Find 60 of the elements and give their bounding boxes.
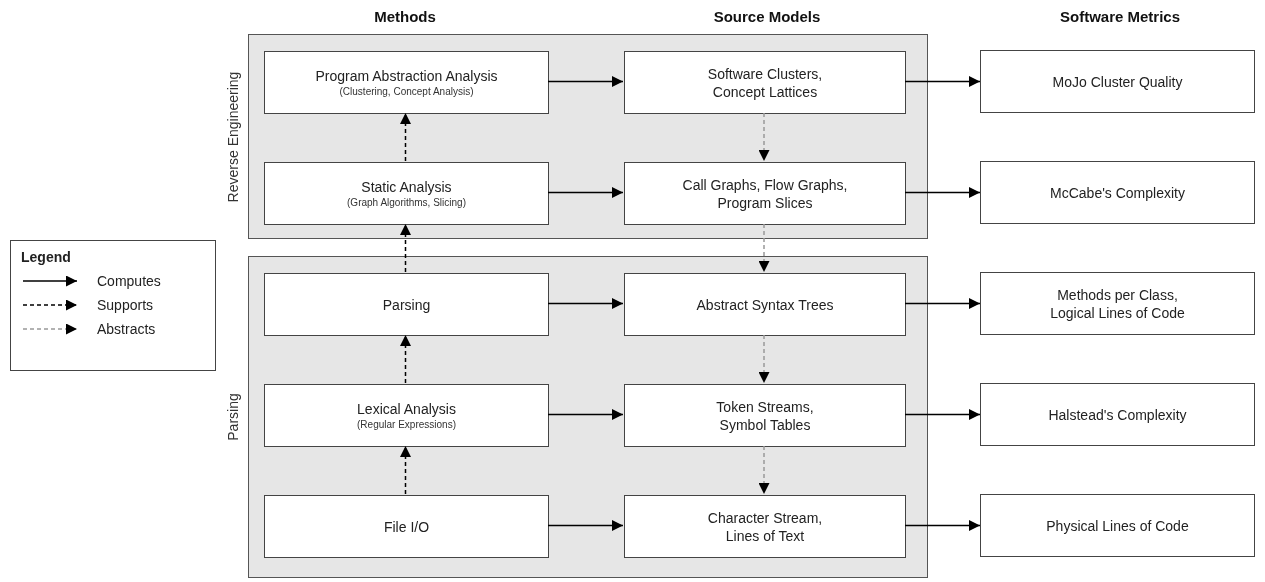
box-title: Static Analysis [361,177,452,196]
arrow [547,298,624,309]
box-title: Physical Lines of Code [1046,516,1189,535]
arrow [758,223,770,273]
arrow [547,520,624,531]
box-title: Token Streams, Symbol Tables [715,397,815,434]
process-box [980,50,1255,113]
process-box [624,495,906,558]
box-subtitle: (Clustering, Concept Analysis) [339,84,474,99]
process-box [980,494,1255,557]
legend-text: Supports [97,297,154,313]
arrow [547,76,624,87]
box-title: McCabe's Complexity [1050,183,1185,202]
group-label: Parsing [225,393,241,441]
box-title: Halstead's Complexity [1048,405,1187,424]
legend-text: Abstracts [97,321,156,337]
arrow [400,223,411,273]
box-subtitle: (Graph Algorithms, Slicing) [347,195,466,210]
process-box [264,162,549,225]
arrow [904,520,981,531]
process-box [264,495,549,558]
box-title: Parsing [382,295,431,314]
box-title: Abstract Syntax Trees [696,295,834,314]
box-title: Program Abstraction Analysis [315,66,498,85]
legend-title: Legend [21,249,72,265]
arrow [904,298,981,309]
process-box [264,51,549,114]
arrow [547,409,624,420]
column-heading: Software Metrics [1060,8,1180,25]
process-box [980,272,1255,335]
box-title: Software Clusters, Concept Lattices [706,64,824,101]
process-box [624,273,906,336]
arrow [400,445,411,495]
column-heading: Methods [374,8,436,25]
process-box [624,384,906,447]
arrow [400,112,411,162]
process-box [624,51,906,114]
arrow [904,76,981,87]
box-title: Lexical Analysis [357,399,456,418]
group-label: Reverse Engineering [225,71,241,202]
box-subtitle: (Regular Expressions) [357,417,456,432]
process-box [264,273,549,336]
box-title: MoJo Cluster Quality [1052,72,1183,91]
arrow [547,187,624,198]
arrow [904,409,981,420]
arrow [758,112,770,162]
arrow [758,334,770,384]
arrow [400,334,411,384]
process-box [264,384,549,447]
box-title: File I/O [383,517,430,536]
process-box [980,383,1255,446]
box-title: Character Stream, Lines of Text [706,508,824,545]
process-box [624,162,906,225]
arrow [904,187,981,198]
column-heading: Source Models [713,8,821,25]
arrow [758,445,770,495]
box-title: Methods per Class, Logical Lines of Code [1049,285,1186,322]
legend-text: Computes [97,273,161,289]
box-title: Call Graphs, Flow Graphs, Program Slices [681,175,849,212]
process-box [980,161,1255,224]
